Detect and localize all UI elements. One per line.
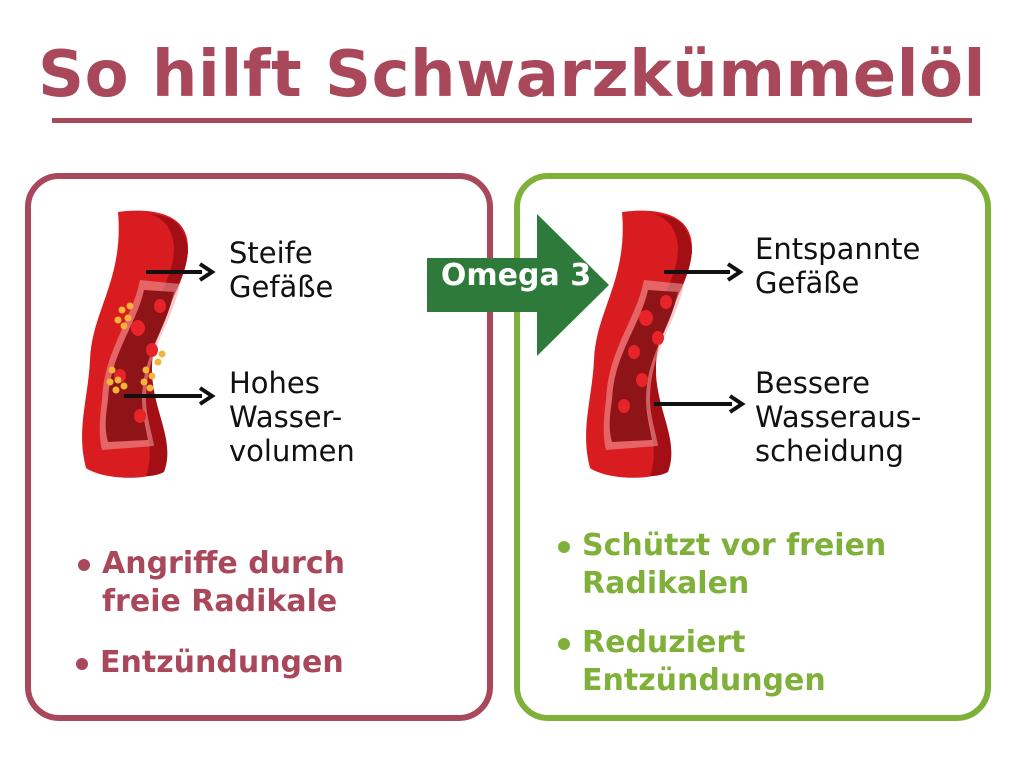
title-underline xyxy=(52,118,972,123)
label-line: Gefäße xyxy=(229,270,334,304)
pointer-arrow-water xyxy=(124,386,216,406)
bullet-entzuendungen: Entzündungen xyxy=(76,644,344,682)
label-bessere-wasserausscheidung: Bessere Wasseraus- scheidung xyxy=(755,366,921,468)
bullet-line: Entzündungen xyxy=(100,645,344,680)
pointer-arrow-excretion xyxy=(654,394,746,414)
label-line: Wasser- xyxy=(229,400,343,434)
bullet-angriffe: Angriffe durch freie Radikale xyxy=(78,545,345,621)
label-line: Hohes xyxy=(229,366,320,400)
label-line: Bessere xyxy=(755,366,870,400)
label-line: Gefäße xyxy=(755,266,860,300)
blood-vessel-relaxed-icon xyxy=(586,210,693,478)
pointer-arrow-relaxed xyxy=(664,262,744,282)
label-steife-gefaesse: Steife Gefäße xyxy=(229,236,333,304)
label-line: Entspannte xyxy=(755,232,921,266)
bullet-line: Radikalen xyxy=(582,566,750,601)
bullet-reduziert: Reduziert Entzündungen xyxy=(558,624,826,700)
bullet-dot-icon xyxy=(76,658,88,670)
bullet-line: Entzündungen xyxy=(582,663,826,698)
label-line: volumen xyxy=(229,434,355,468)
page-title: So hilft Schwarzkümmelöl xyxy=(38,38,986,112)
bullet-line: Reduziert xyxy=(582,625,746,660)
pointer-arrow-stiff xyxy=(146,262,216,282)
bullet-schuetzt: Schützt vor freien Radikalen xyxy=(558,527,887,603)
blood-vessel-stiff-icon xyxy=(82,210,189,478)
omega3-arrow-icon xyxy=(427,214,609,356)
bullet-line: freie Radikale xyxy=(102,584,338,619)
bullet-dot-icon xyxy=(558,541,570,553)
label-line: Steife xyxy=(229,236,313,270)
bullet-dot-icon xyxy=(78,559,90,571)
label-hohes-wasservolumen: Hohes Wasser- volumen xyxy=(229,366,355,468)
label-line: scheidung xyxy=(755,434,904,468)
bullet-dot-icon xyxy=(558,638,570,650)
label-line: Wasseraus- xyxy=(755,400,922,434)
label-entspannte-gefaesse: Entspannte Gefäße xyxy=(755,232,920,300)
bullet-line: Angriffe durch xyxy=(102,546,345,581)
bullet-line: Schützt vor freien xyxy=(582,528,887,563)
omega3-label: Omega 3 xyxy=(440,258,592,293)
